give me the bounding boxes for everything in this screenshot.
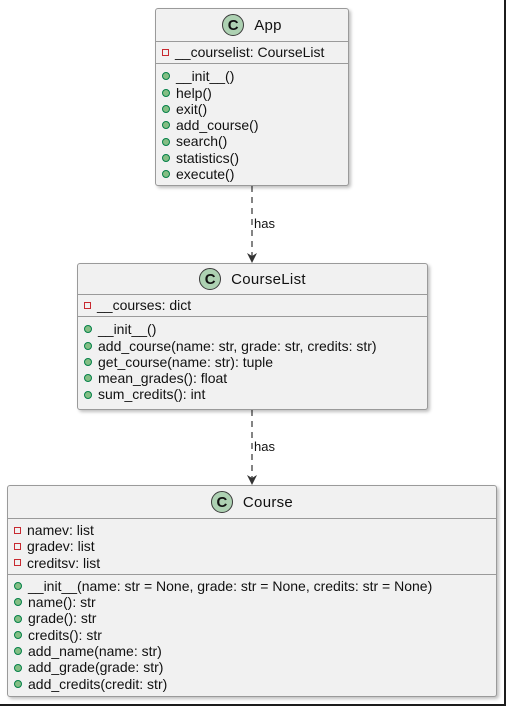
- method: statistics(): [162, 150, 342, 166]
- relation-label-courselist-course: has: [254, 439, 275, 454]
- public-visibility-icon: [14, 630, 22, 639]
- public-visibility-icon: [84, 358, 92, 367]
- method-text: grade(): str: [28, 610, 97, 627]
- method-text: add_course(): [176, 117, 259, 134]
- method-text: __init__(): [98, 321, 157, 338]
- fields-section: namev: list gradev: list creditsv: list: [8, 519, 496, 575]
- class-name: Course: [242, 493, 294, 511]
- method: name(): str: [14, 594, 490, 610]
- public-visibility-icon: [84, 390, 92, 399]
- method: execute(): [162, 166, 342, 182]
- method: add_course(): [162, 117, 342, 133]
- method: mean_grades(): float: [84, 370, 421, 386]
- field-text: __courselist: CourseList: [175, 44, 325, 60]
- class-icon: C: [199, 268, 222, 290]
- class-courselist[interactable]: C CourseList __courses: dict __init__() …: [77, 263, 428, 410]
- class-header: C CourseList: [78, 264, 427, 295]
- private-visibility-icon: [14, 542, 21, 550]
- fields-section: __courselist: CourseList: [156, 42, 348, 65]
- public-visibility-icon: [14, 647, 22, 656]
- public-visibility-icon: [84, 374, 92, 383]
- class-icon: C: [210, 491, 233, 513]
- method: __init__(): [162, 68, 342, 84]
- field: gradev: list: [14, 538, 490, 554]
- method: credits(): str: [14, 627, 490, 643]
- method-text: exit(): [176, 100, 208, 117]
- class-name: App: [254, 16, 282, 34]
- public-visibility-icon: [162, 88, 170, 97]
- method-text: add_grade(grade: str): [28, 659, 164, 676]
- method-text: __init__(): [176, 68, 235, 85]
- method: help(): [162, 85, 342, 101]
- field: creditsv: list: [14, 555, 490, 571]
- public-visibility-icon: [84, 325, 92, 334]
- method-text: __init__(name: str = None, grade: str = …: [28, 577, 433, 594]
- class-icon: C: [222, 14, 245, 36]
- field-text: namev: list: [27, 522, 94, 538]
- public-visibility-icon: [14, 598, 22, 607]
- method: add_credits(credit: str): [14, 676, 490, 692]
- method: grade(): str: [14, 610, 490, 626]
- method: exit(): [162, 101, 342, 117]
- method: add_name(name: str): [14, 643, 490, 659]
- methods-section: __init__() help() exit() add_course() se…: [156, 64, 348, 185]
- method-text: execute(): [176, 166, 235, 183]
- public-visibility-icon: [162, 121, 170, 130]
- method-text: add_name(name: str): [28, 643, 162, 660]
- private-visibility-icon: [14, 559, 21, 567]
- public-visibility-icon: [162, 170, 170, 179]
- method-text: help(): [176, 84, 212, 101]
- private-visibility-icon: [162, 48, 169, 56]
- public-visibility-icon: [162, 137, 170, 146]
- private-visibility-icon: [14, 526, 21, 534]
- public-visibility-icon: [84, 341, 92, 350]
- method-text: statistics(): [176, 149, 239, 166]
- method-text: name(): str: [28, 594, 96, 611]
- field: __courses: dict: [84, 297, 421, 313]
- method-text: add_credits(credit: str): [28, 675, 168, 692]
- fields-section: __courses: dict: [78, 295, 427, 318]
- public-visibility-icon: [162, 72, 170, 81]
- method: add_course(name: str, grade: str, credit…: [84, 338, 421, 354]
- methods-section: __init__() add_course(name: str, grade: …: [78, 317, 427, 405]
- public-visibility-icon: [14, 582, 22, 591]
- method-text: mean_grades(): float: [98, 370, 228, 387]
- public-visibility-icon: [162, 105, 170, 114]
- field: __courselist: CourseList: [162, 44, 342, 60]
- class-name: CourseList: [231, 270, 306, 288]
- method: sum_credits(): int: [84, 386, 421, 402]
- private-visibility-icon: [84, 301, 91, 309]
- field: namev: list: [14, 522, 490, 538]
- class-course[interactable]: C Course namev: list gradev: list credit…: [7, 485, 497, 697]
- method-text: add_course(name: str, grade: str, credit…: [98, 337, 377, 354]
- field-text: creditsv: list: [27, 554, 101, 571]
- method-text: sum_credits(): int: [98, 386, 206, 403]
- public-visibility-icon: [14, 614, 22, 623]
- public-visibility-icon: [14, 663, 22, 672]
- public-visibility-icon: [14, 679, 22, 688]
- public-visibility-icon: [162, 153, 170, 162]
- field-text: gradev: list: [27, 538, 95, 555]
- method: __init__(): [84, 321, 421, 337]
- method: search(): [162, 133, 342, 149]
- arrowhead-courselist-course: [247, 475, 257, 485]
- class-header: C Course: [8, 486, 496, 519]
- method: __init__(name: str = None, grade: str = …: [14, 578, 490, 594]
- methods-section: __init__(name: str = None, grade: str = …: [8, 575, 496, 695]
- arrowhead-app-courselist: [247, 253, 257, 263]
- method-text: credits(): str: [28, 626, 102, 643]
- method: get_course(name: str): tuple: [84, 354, 421, 370]
- relation-label-app-courselist: has: [254, 216, 275, 231]
- class-app[interactable]: C App __courselist: CourseList __init__(…: [155, 8, 349, 186]
- method: add_grade(grade: str): [14, 659, 490, 675]
- field-text: __courses: dict: [97, 297, 192, 313]
- method-text: search(): [176, 133, 228, 150]
- method-text: get_course(name: str): tuple: [98, 353, 274, 370]
- class-header: C App: [156, 9, 348, 42]
